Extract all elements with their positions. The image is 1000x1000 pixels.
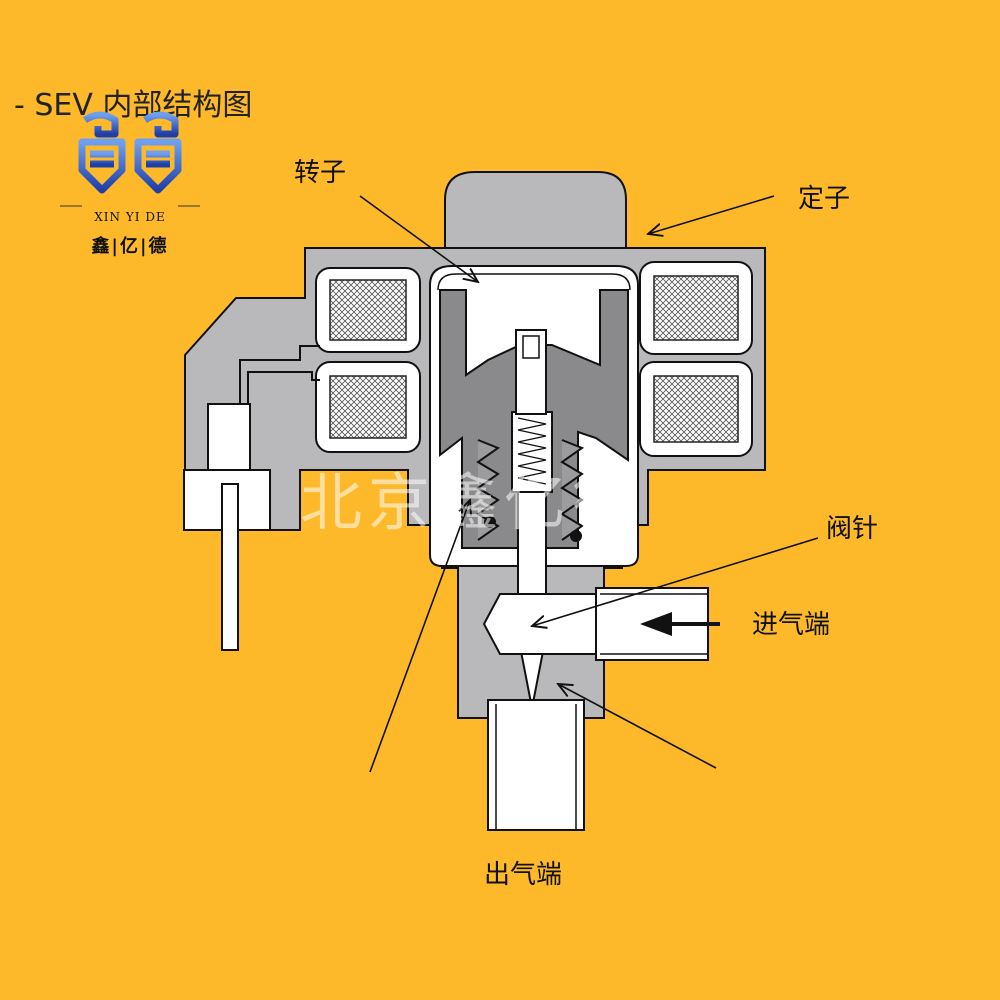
leader-thread — [369, 500, 470, 773]
leader-stator — [648, 195, 775, 234]
watermark-text: 北京鑫亿德 — [300, 466, 641, 539]
stator-coils — [315, 261, 753, 457]
leader-needle — [532, 537, 819, 626]
logo-text-cn: 鑫|亿|德 — [91, 236, 169, 257]
label-outlet: 出气端 — [484, 860, 563, 890]
label-rotor: 转子 — [294, 158, 347, 188]
logo-emblem-icon — [60, 111, 200, 207]
o-ring-left — [484, 516, 496, 528]
o-ring-right — [570, 530, 582, 542]
outlet-pipe — [487, 699, 585, 831]
stator-dome — [444, 171, 627, 249]
leader-rotor — [359, 195, 478, 282]
label-inlet: 进气端 — [752, 610, 831, 640]
leader-body — [558, 684, 717, 769]
spring — [517, 417, 547, 485]
rotor-pin — [515, 329, 547, 415]
logo-text-en: XIN YI DE — [94, 210, 166, 224]
brand-logo: XIN YI DE 鑫|亿|德 — [60, 108, 200, 258]
label-stator: 定子 — [798, 184, 851, 214]
page-title: - SEV 内部结构图 — [14, 88, 253, 123]
electrical-connector — [183, 345, 320, 651]
label-needle: 阀针 — [826, 514, 879, 544]
